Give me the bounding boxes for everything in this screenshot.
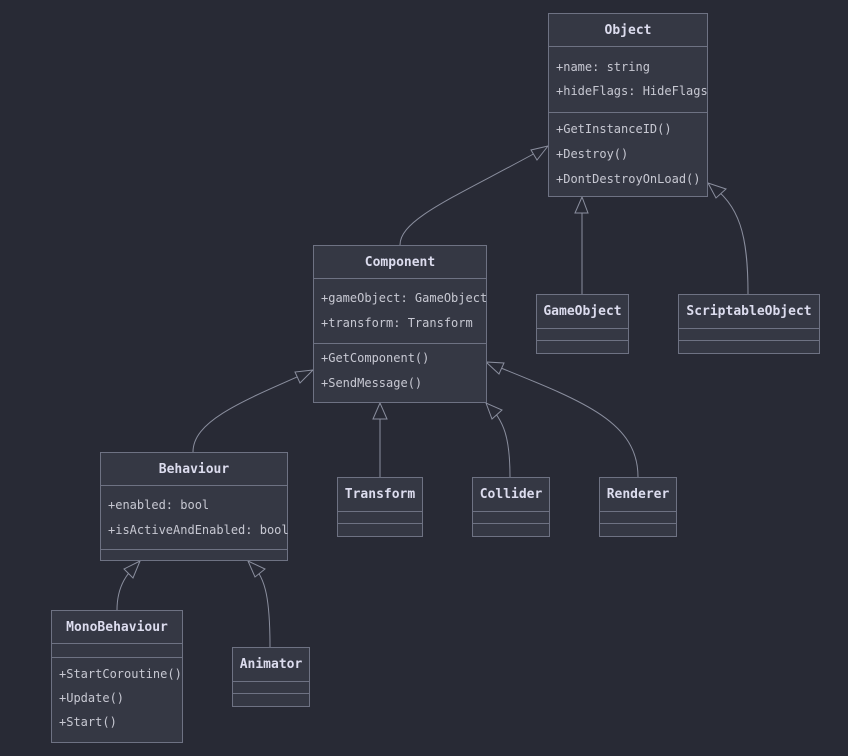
class-name: Collider [473,478,549,512]
class-methods [537,341,628,353]
arrowhead-scriptableobject-object [706,182,727,199]
method: +SendMessage() [321,376,423,390]
class-component[interactable]: Component +gameObject: GameObject +trans… [313,245,487,403]
class-name: Transform [338,478,422,512]
class-name: Behaviour [101,453,287,486]
class-monobehaviour[interactable]: MonoBehaviour +StartCoroutine() +Update(… [51,610,183,743]
class-name: MonoBehaviour [52,611,182,644]
arrowhead-component-object [530,145,550,161]
class-gameobject[interactable]: GameObject [536,294,629,354]
class-behaviour[interactable]: Behaviour +enabled: bool +isActiveAndEna… [100,452,289,561]
class-attributes: +name: string +hideFlags: HideFlags [549,47,708,113]
class-attributes: +enabled: bool +isActiveAndEnabled: bool [101,486,289,550]
class-name: Component [314,246,486,279]
class-methods [600,524,676,536]
class-attributes [233,682,309,694]
attribute: +gameObject: GameObject [321,291,488,305]
attribute: +isActiveAndEnabled: bool [108,523,289,537]
class-attributes [338,512,422,524]
class-name: Renderer [600,478,676,512]
class-attributes [473,512,549,524]
method: +Update() [59,691,125,705]
class-methods [101,550,287,560]
arrowhead-behaviour-component [294,369,315,384]
class-methods: +GetInstanceID() +Destroy() +DontDestroy… [549,113,707,196]
class-name: GameObject [537,295,628,329]
class-attributes: +gameObject: GameObject +transform: Tran… [314,279,488,344]
method: +StartCoroutine() [59,667,182,681]
class-methods: +StartCoroutine() +Update() +Start() [52,658,182,738]
class-scriptableobject[interactable]: ScriptableObject [678,294,820,354]
class-renderer[interactable]: Renderer [599,477,677,537]
edge-renderer-component [485,361,639,478]
class-methods [338,524,422,536]
arrowhead-transform-component [372,401,388,420]
arrowhead-animator-behaviour [247,559,266,578]
class-attributes [600,512,676,524]
class-name: Animator [233,648,309,682]
edge-scriptableobject-object [707,182,749,295]
attribute: +hideFlags: HideFlags [556,84,708,98]
arrowhead-renderer-component [484,361,505,375]
method: +GetComponent() [321,351,430,365]
method: +DontDestroyOnLoad() [556,172,701,186]
arrowhead-collider-component [485,402,503,420]
class-name: Object [549,14,707,47]
arrowhead-monobehaviour-behaviour [123,559,141,579]
class-methods [473,524,549,536]
attribute: +enabled: bool [108,498,210,512]
edge-component-object [399,145,549,246]
class-methods [233,694,309,706]
method: +Start() [59,715,117,729]
class-attributes [679,329,819,341]
class-methods [679,341,819,353]
class-name: ScriptableObject [679,295,819,329]
class-attributes [52,644,182,658]
method: +GetInstanceID() [556,122,672,136]
class-collider[interactable]: Collider [472,477,550,537]
class-transform[interactable]: Transform [337,477,423,537]
method: +Destroy() [556,147,629,161]
class-methods: +GetComponent() +SendMessage() [314,344,486,400]
class-attributes [537,329,628,341]
arrowhead-gameobject-object [574,195,589,214]
edge-behaviour-component [192,369,314,453]
attribute: +name: string [556,60,650,74]
attribute: +transform: Transform [321,316,473,330]
class-object[interactable]: Object +name: string +hideFlags: HideFla… [548,13,708,197]
class-animator[interactable]: Animator [232,647,310,707]
